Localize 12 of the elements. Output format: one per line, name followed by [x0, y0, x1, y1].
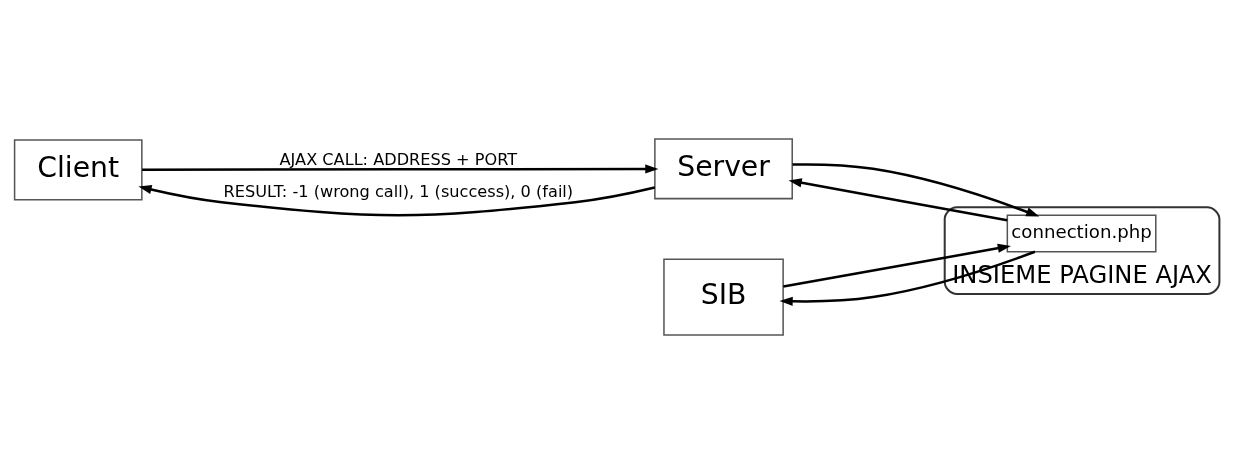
- arrow: [788, 178, 1007, 222]
- edge-label: RESULT: -1 (wrong call), 1 (success), 0 (fail): [223, 181, 573, 201]
- arrow: [782, 243, 1011, 288]
- arrow: [141, 164, 658, 174]
- node-box: connection.php: [1006, 214, 1157, 253]
- arrow: [137, 185, 655, 217]
- node-box: SIB: [662, 258, 784, 336]
- arrow: [792, 163, 1039, 217]
- node-box: Server: [653, 138, 793, 200]
- arrow: [779, 250, 1035, 306]
- edge-label: AJAX CALL: ADDRESS + PORT: [279, 149, 517, 169]
- node-box: Client: [13, 139, 143, 201]
